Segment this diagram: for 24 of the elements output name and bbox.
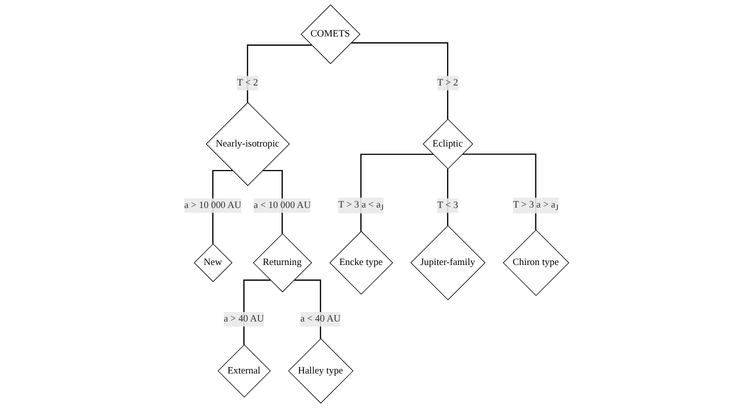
edge-label: a < 40 AU bbox=[300, 314, 341, 324]
edge-label: a < 10 000 AU bbox=[254, 200, 311, 210]
connector bbox=[447, 168, 448, 226]
node-diamond: External bbox=[218, 344, 271, 398]
edge-label: T > 3 a < a$_{J}$ bbox=[338, 199, 384, 212]
edge-label: a > 40 AU bbox=[224, 314, 264, 324]
node-diamond: Encke type bbox=[329, 230, 394, 295]
connector bbox=[246, 44, 312, 102]
edge-label: T > 2 bbox=[437, 78, 458, 88]
node-diamond: Jupiter-family bbox=[410, 225, 486, 300]
node-diamond: New bbox=[194, 243, 232, 282]
node-diamond: Chiron type bbox=[502, 230, 570, 296]
edge-label: a > 10 000 AU bbox=[184, 200, 242, 210]
node-diamond: Ecliptic bbox=[422, 118, 474, 170]
connector bbox=[462, 154, 536, 230]
node-diamond: Returning bbox=[252, 233, 312, 292]
node-diamond: Halley type bbox=[288, 338, 354, 404]
edge-label: T > 3 a > a$_{J}$ bbox=[513, 199, 558, 212]
connector bbox=[360, 154, 434, 232]
edge-label: T < 3 bbox=[437, 200, 458, 210]
connector bbox=[351, 42, 448, 120]
node-diamond: COMETS bbox=[300, 4, 360, 64]
edge-label: T < 2 bbox=[237, 78, 258, 88]
node-diamond: Nearly-isotropic bbox=[206, 102, 290, 186]
